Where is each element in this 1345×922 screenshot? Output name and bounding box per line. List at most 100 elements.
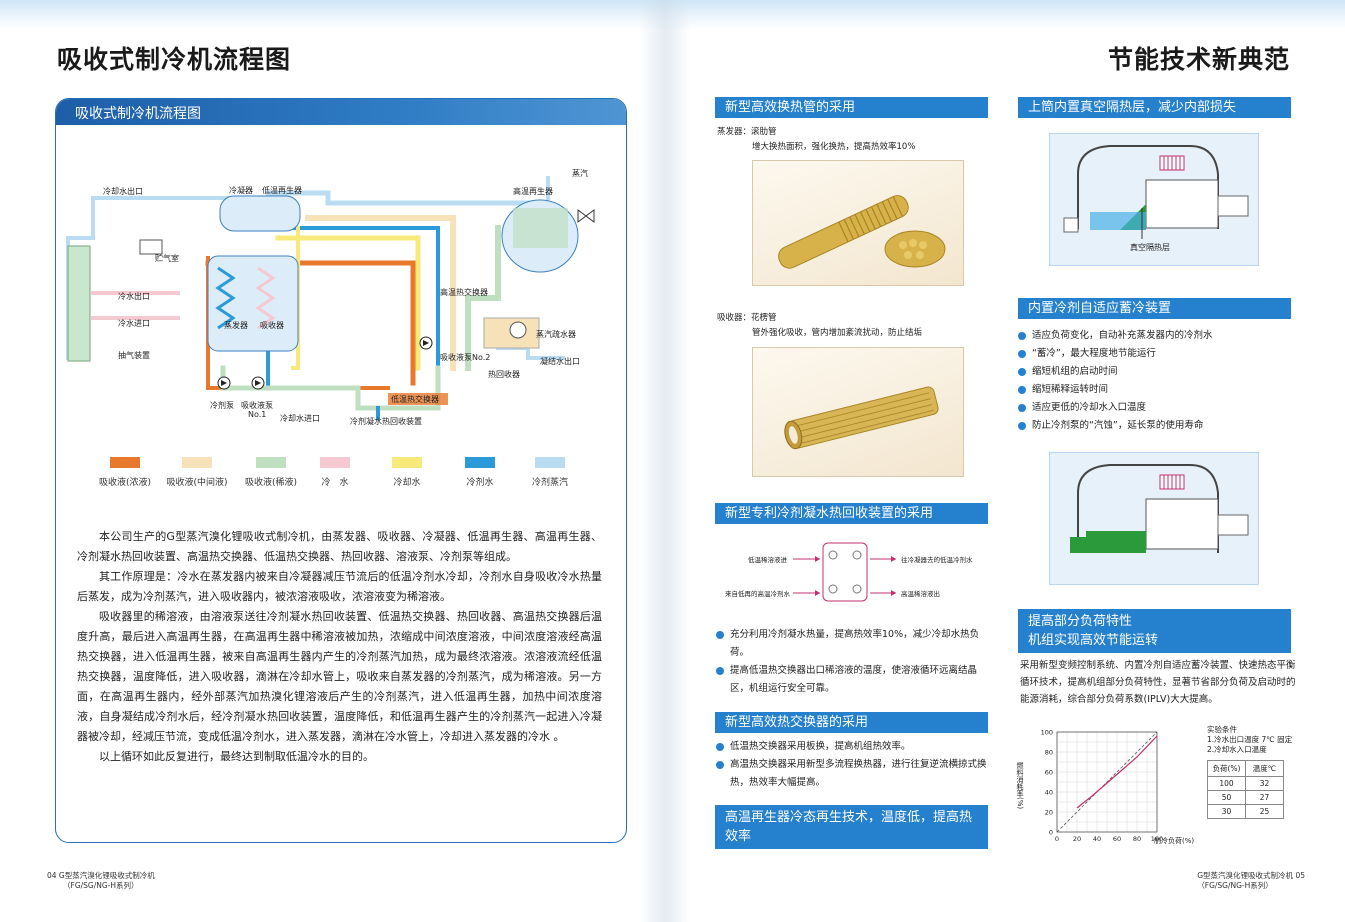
- footer-line: （FG/SG/NG-H系列）: [63, 881, 139, 890]
- legend-swatch: [182, 457, 212, 468]
- table-cell: 25: [1245, 804, 1284, 819]
- x-tick-label: 0: [1055, 835, 1059, 843]
- rolled-fin-tube-photo: [752, 160, 964, 286]
- bullet-item: 适应负荷变化，自动补充蒸发器内的冷剂水: [1018, 327, 1294, 345]
- legend-swatch: [256, 457, 286, 468]
- bullet-dot-icon: [716, 667, 724, 675]
- legend-swatch: [392, 457, 422, 468]
- legend-label: 吸收液(中间液): [166, 478, 228, 488]
- bullet-dot-icon: [1018, 332, 1026, 340]
- legend-swatch: [110, 457, 140, 468]
- reference-line: [1056, 731, 1158, 833]
- legend-swatch: [320, 457, 350, 468]
- chart-series: [1056, 731, 1158, 833]
- conditions-table: 负荷(%) 温度℃ 100 32 50 27 30 25: [1207, 760, 1284, 819]
- plot-frame: [1056, 731, 1158, 833]
- bullet-item: 缩短机组的启动时间: [1018, 363, 1294, 381]
- label-chilled-out: 冷水出口: [118, 291, 150, 301]
- paragraph: 其工作原理是：冷水在蒸发器内被来自冷凝器减压节流后的低温冷剂水冷却，冷剂水自身吸…: [77, 570, 602, 603]
- bullet-item: 适应更低的冷却水入口温度: [1018, 399, 1294, 417]
- label-steam-drain: 蒸汽疏水器: [536, 329, 576, 339]
- bullet-text: 缩短机组的启动时间: [1032, 366, 1118, 377]
- section-partial-load-title: 提高部分负荷特性 机组实现高效节能运转: [1018, 609, 1291, 653]
- bullet-dot-icon: [1018, 386, 1026, 394]
- bullet-text: 缩短稀释运转时间: [1032, 384, 1109, 395]
- table-cell: 32: [1245, 776, 1284, 791]
- ltx-block: [388, 393, 448, 405]
- test-conditions: 实验条件 1.冷水出口温度 7℃ 固定 2.冷却水入口温度: [1207, 725, 1292, 755]
- legend-item: 吸收液(稀液): [236, 457, 306, 488]
- steam-drain-icon: [509, 321, 527, 339]
- pipe-refrigerant-1: [286, 226, 440, 385]
- condition-line: 2.冷却水入口温度: [1207, 745, 1267, 754]
- bullet-dot-icon: [716, 743, 724, 751]
- label-refrigerant-pump: 冷剂泵: [210, 400, 234, 410]
- bullet-item: 充分利用冷剂凝水热量，提高热效率10%，减少冷却水热负荷。: [716, 626, 992, 662]
- legend-item: 冷剂蒸汽: [515, 457, 585, 488]
- evaporator-tube-desc: 增大换热面积，强化换热，提高热效率10%: [752, 142, 916, 152]
- recovery-bullets: 充分利用冷剂凝水热量，提高热效率10%，减少冷却水热负荷。 提高低温热交换器出口…: [716, 626, 992, 698]
- table-cell: 50: [1207, 790, 1246, 805]
- y-tick-label: 0: [1049, 829, 1053, 837]
- bullet-dot-icon: [716, 761, 724, 769]
- legend-item: 吸收液(浓液): [90, 457, 160, 488]
- bullet-text: 提高低温热交换器出口稀溶液的温度，使溶液循环远离结晶区，机组运行安全可靠。: [730, 665, 978, 694]
- pipe-dilute-1: [465, 225, 501, 371]
- evaporator-tube-label: 蒸发器：滚肋管: [717, 127, 777, 137]
- x-tick-label: 100: [1151, 835, 1163, 843]
- y-tick-label: 60: [1045, 769, 1053, 777]
- label-solution-pump1: 吸收液泵: [241, 400, 273, 410]
- paragraph: 以上循环如此反复进行，最终达到制取低温冷水的目的。: [99, 750, 374, 763]
- page-spine: [640, 0, 690, 922]
- table-row: 30 25: [1207, 804, 1284, 819]
- label-steam: 蒸汽: [572, 168, 588, 178]
- y-tick-label: 100: [1041, 729, 1053, 737]
- chart-ylabel: 燃料消耗率(%): [1016, 761, 1024, 809]
- legend-swatch: [535, 457, 565, 468]
- bullet-text: “蓄冷”，最大程度地节能运行: [1032, 348, 1156, 359]
- bullet-item: “蓄冷”，最大程度地节能运行: [1018, 345, 1294, 363]
- bullet-item: 高温热交换器采用新型多流程换热器，进行往复逆流横掠式换热，热效率大幅提高。: [716, 756, 992, 792]
- pipe-intermediate: [305, 215, 456, 371]
- section-cold-regeneration-title: 高温再生器冷态再生技术，温度低，提高热效率: [715, 805, 988, 849]
- paragraph: 吸收器里的稀溶液，由溶液泵送往冷剂凝水热回收装置、低温热交换器、热回收器、高温热…: [77, 610, 602, 743]
- legend-label: 吸收液(稀液): [244, 478, 298, 488]
- absorber-tube-label: 吸收器：花楞管: [717, 313, 777, 323]
- label-heat-recovery: 热回收器: [488, 369, 520, 379]
- legend-item: 冷 水: [300, 457, 370, 488]
- section-exchanger-title: 新型高效热交换器的采用: [715, 712, 988, 733]
- bullet-text: 防止冷剂泵的“汽蚀”，延长泵的使用寿命: [1032, 420, 1204, 431]
- condition-line: 1.冷水出口温度 7℃ 固定: [1207, 735, 1293, 744]
- section-heat-tube-title: 新型高效换热管的采用: [715, 97, 988, 118]
- label-pump2: 吸收液泵No.2: [440, 352, 490, 362]
- label-no1: No.1: [248, 410, 266, 419]
- steam-valve-icon: [577, 209, 595, 223]
- footer-line: （FG/SG/NG-H系列）: [1197, 881, 1273, 890]
- x-tick-label: 80: [1133, 835, 1141, 843]
- bullet-item: 提高低温热交换器出口稀溶液的温度，使溶液循环远离结晶区，机组运行安全可靠。: [716, 662, 992, 698]
- label-absorber: 吸收器: [260, 320, 284, 330]
- bullet-dot-icon: [1018, 404, 1026, 412]
- label-air-chamber: 贮气室: [155, 253, 179, 263]
- y-tick-label: 40: [1045, 789, 1053, 797]
- paragraph: 本公司生产的G型蒸汽溴化锂吸收式制冷机，由蒸发器、吸收器、冷凝器、低温再生器、高…: [77, 530, 602, 563]
- exchanger-label-from-ltg: 来自低再的高温冷剂水: [725, 589, 791, 598]
- table-row: 100 32: [1207, 776, 1284, 791]
- bullet-dot-icon: [1018, 350, 1026, 358]
- bullet-item: 低温热交换器采用板换，提高机组热效率。: [716, 738, 992, 756]
- pipe-vapor-top: [265, 190, 531, 206]
- storage-bullets: 适应负荷变化，自动补充蒸发器内的冷剂水 “蓄冷”，最大程度地节能运行 缩短机组的…: [1018, 327, 1294, 435]
- absorption-flow-diagram: 冷却水出口 冷凝器 低温再生器 高温再生器 蒸汽 贮气室 冷水出口 冷水进口 抽…: [66, 168, 595, 426]
- legend-label: 冷 水: [321, 478, 349, 488]
- label-cooling-water-out-top: 冷却水出口: [103, 186, 143, 196]
- label-htg: 高温再生器: [513, 186, 553, 196]
- pipe-cooling-1: [275, 235, 421, 371]
- bullet-item: 缩短稀释运转时间: [1018, 381, 1294, 399]
- label-htx: 高温热交换器: [440, 287, 488, 297]
- table-header: 负荷(%): [1207, 760, 1246, 777]
- purge-unit: [67, 245, 91, 362]
- legend-item: 吸收液(中间液): [162, 457, 232, 488]
- conditions-title: 实验条件: [1207, 725, 1237, 734]
- label-chilled-in: 冷水进口: [118, 318, 150, 328]
- legend-label: 吸收液(浓液): [98, 478, 152, 488]
